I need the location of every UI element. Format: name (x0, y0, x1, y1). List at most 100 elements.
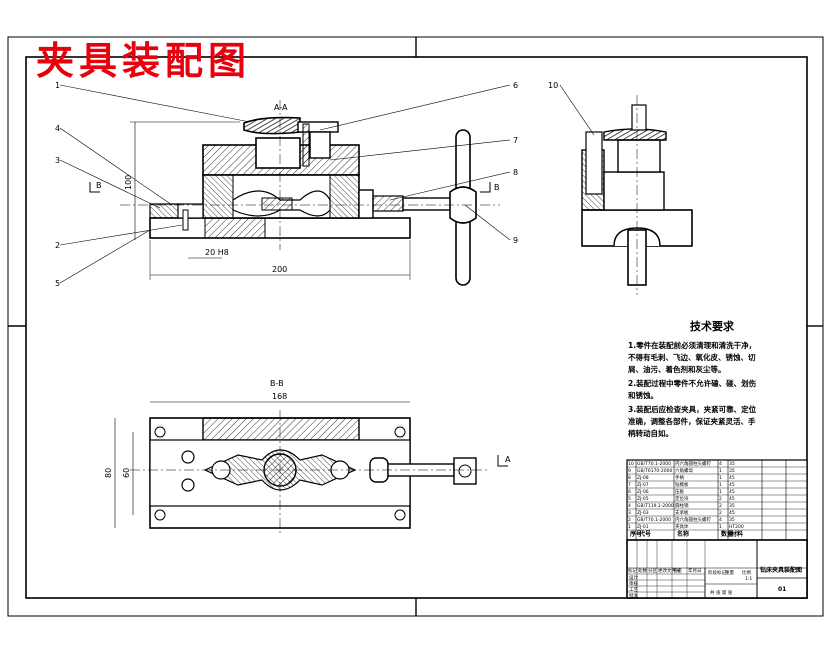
parts-cell-no: 2 (628, 517, 631, 523)
tech-line-4: 2.装配过程中零件不允许磕、碰、划伤 (628, 378, 757, 388)
drawing-title: 夹具装配图 (36, 38, 251, 83)
parts-cell-code: ZJ-03 (637, 510, 649, 516)
balloon-9: 9 (513, 236, 518, 245)
parts-cell-mat: 45 (729, 482, 735, 488)
parts-cell-qty: 2 (719, 510, 722, 516)
drawing-name: 钻床夹具装配图 (760, 566, 802, 574)
parts-cell-mat: 35 (729, 461, 735, 467)
parts-cell-code: ZJ-01 (637, 524, 649, 530)
revision-col-label: 更改文件号 (658, 567, 681, 574)
parts-cell-mat: 35 (729, 517, 735, 523)
parts-cell-no: 4 (628, 503, 631, 509)
parts-cell-no: 1 (628, 524, 631, 530)
balloon-8: 8 (513, 168, 518, 177)
balloon-3: 3 (55, 156, 60, 165)
balloon-6: 6 (513, 81, 518, 90)
parts-cell-name: 内六角圆柱头螺钉 (675, 516, 711, 523)
parts-cell-name: 定位块 (675, 495, 689, 502)
parts-cell-code: ZJ-08 (637, 475, 649, 481)
parts-cell-mat: 35 (729, 503, 735, 509)
revision-col-label: 处数 (638, 567, 647, 574)
dim-height-100: 100 (124, 175, 133, 190)
parts-cell-code: GB/T119.1-2000 (637, 503, 674, 509)
mark-b-left: B (96, 181, 102, 190)
parts-cell-qty: 4 (719, 461, 722, 467)
parts-cell-mat: 35 (729, 468, 735, 474)
tech-line-5: 和锈蚀。 (628, 390, 658, 400)
stage-label: 阶段标记 (708, 569, 726, 576)
dim-h-80: 80 (104, 468, 113, 478)
balloon-7: 7 (513, 136, 518, 145)
parts-header-cell: 名称 (677, 530, 689, 538)
parts-cell-name: 六角螺母 (675, 467, 693, 474)
dim-h-60: 60 (122, 468, 131, 478)
balloon-5: 5 (55, 279, 60, 288)
parts-cell-qty: 1 (719, 482, 722, 488)
parts-cell-code: GB/T6170-2000 (637, 468, 673, 474)
front-view: A-A B B (55, 81, 518, 288)
parts-cell-qty: 1 (719, 489, 722, 495)
parts-cell-no: 8 (628, 475, 631, 481)
tech-line-3: 屑、油污、着色剂和灰尘等。 (628, 364, 726, 374)
tech-line-7: 准确，调整各部件，保证夹紧灵活、手 (628, 416, 756, 426)
parts-header-cell: 序号 (629, 530, 642, 538)
tech-line-6: 3.装配后应检查夹具，夹紧可靠、定位 (628, 404, 757, 414)
stage-label: 比例 (742, 569, 751, 576)
role-label: 设计 (629, 574, 638, 581)
parts-cell-no: 3 (628, 510, 631, 516)
side-view: 10 (548, 81, 693, 295)
parts-cell-qty: 1 (719, 468, 722, 474)
parts-cell-name: 内六角圆柱头螺钉 (675, 460, 711, 467)
parts-cell-mat: 45 (729, 496, 735, 502)
parts-cell-no: 9 (628, 468, 631, 474)
mark-b-right: B (494, 183, 500, 192)
parts-cell-mat: 45 (729, 489, 735, 495)
parts-header-cell: 材料 (730, 530, 743, 538)
top-view: B-B 168 80 60 A (104, 379, 511, 535)
parts-cell-name: 支承板 (675, 509, 689, 516)
role-label: 批准 (629, 592, 638, 599)
role-label: 工艺 (629, 587, 638, 593)
section-label-bb: B-B (270, 379, 284, 388)
parts-header-cell: 代号 (638, 530, 651, 538)
balloon-4: 4 (55, 124, 60, 133)
parts-cell-code: GB/T70.1-2000 (637, 517, 671, 523)
sheet-frame (7, 36, 824, 617)
parts-cell-no: 10 (628, 461, 634, 467)
parts-cell-code: ZJ-05 (637, 496, 649, 502)
parts-cell-code: ZJ-06 (637, 489, 649, 495)
parts-cell-no: 5 (628, 496, 631, 502)
scale-value: 1:1 (745, 576, 752, 582)
balloon-2: 2 (55, 241, 60, 250)
drawing-code: 01 (778, 586, 786, 593)
sheet-info: 共 张 第 张 (710, 589, 733, 596)
revision-col-label: 标记 (628, 567, 637, 574)
parts-cell-code: ZJ-07 (637, 482, 649, 488)
parts-cell-name: 压板 (675, 488, 684, 495)
parts-cell-code: GB/T70.1-2000 (637, 461, 671, 467)
parts-cell-qty: 1 (719, 524, 722, 530)
parts-header-cell: 数量 (721, 530, 733, 538)
parts-cell-no: 6 (628, 489, 631, 495)
revision-col-label: 年月日 (688, 567, 702, 574)
parts-cell-mat: HT200 (729, 524, 744, 530)
balloon-10: 10 (548, 81, 558, 90)
tech-line-1: 1.零件在装配前必须清理和清洗干净， (628, 340, 756, 350)
parts-cell-name: 手柄 (675, 474, 684, 481)
parts-cell-name: 圆柱销 (675, 502, 689, 509)
technical-requirements: 技术要求 1.零件在装配前必须清理和清洗干净， 不得有毛刺、飞边、氧化皮、锈蚀、… (628, 319, 757, 438)
stage-label: 重量 (725, 569, 734, 576)
parts-cell-mat: 45 (729, 475, 735, 481)
tech-title: 技术要求 (690, 319, 735, 333)
section-label-aa: A-A (274, 103, 288, 112)
role-label: 审核 (629, 580, 638, 587)
parts-cell-qty: 1 (719, 475, 722, 481)
revision-col-label: 签名 (673, 567, 682, 574)
tech-line-8: 柄转动自如。 (628, 428, 673, 438)
parts-cell-qty: 2 (719, 503, 722, 509)
parts-cell-qty: 2 (719, 496, 722, 502)
parts-cell-name: 夹具体 (675, 523, 689, 530)
mark-a: A (505, 455, 511, 464)
